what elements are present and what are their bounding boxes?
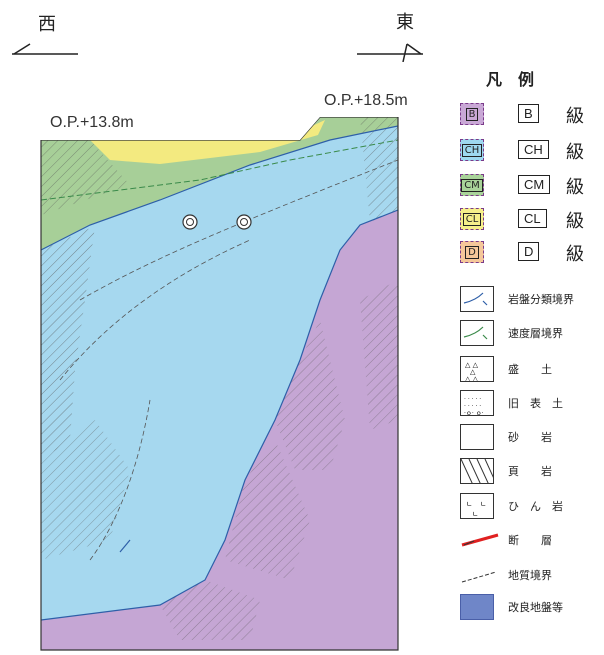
- legend-improved-ground: 改良地盤等: [460, 594, 604, 620]
- grade-cl-suffix: 級: [566, 211, 584, 232]
- sandstone-icon: [460, 424, 494, 450]
- geological-boundary-label: 地質境界: [508, 569, 552, 582]
- grade-ch-code: CH: [518, 140, 549, 159]
- legend-grade-ch: CH CH 級: [460, 139, 600, 163]
- geological-boundary-icon: [461, 571, 497, 583]
- shale-icon: [460, 458, 494, 484]
- legend-grade-cl: CL CL 級: [460, 208, 600, 232]
- rock-class-boundary-label: 岩盤分類境界: [508, 293, 574, 306]
- improved-ground-icon: [460, 594, 494, 620]
- grade-b-suffix: 級: [566, 106, 584, 127]
- legend-velocity-boundary: 速度層境界: [460, 320, 604, 346]
- cl-zone: [90, 120, 325, 164]
- legend-old-topsoil: · · · · ·· · · · ··ｏ· ｏ· 旧 表 土: [460, 390, 604, 416]
- legend-grade-cm: CM CM 級: [460, 174, 600, 198]
- improved-ground-label: 改良地盤等: [508, 601, 563, 614]
- grade-d-code: D: [518, 242, 540, 261]
- legend-geological-boundary: 地質境界: [460, 562, 604, 588]
- shale-label: 頁 岩: [508, 465, 552, 478]
- grade-ch-suffix: 級: [566, 142, 584, 163]
- legend-title: 凡 例: [486, 70, 535, 89]
- grade-ch-swatch: CH: [460, 139, 484, 161]
- grade-cm-suffix: 級: [566, 177, 584, 198]
- legend-fill: △ △△△ △ 盛 土: [460, 356, 604, 382]
- b-zone: [41, 210, 398, 650]
- sandstone-label: 砂 岩: [508, 431, 552, 444]
- fill-label: 盛 土: [508, 363, 552, 376]
- grade-cl-code: CL: [518, 209, 547, 228]
- grade-cm-code: CM: [518, 175, 551, 194]
- svg-text:· · · · ·: · · · · ·: [464, 396, 481, 403]
- svg-text:ㄴ: ㄴ: [480, 500, 486, 508]
- svg-text:ㄴ: ㄴ: [472, 510, 478, 518]
- legend-grade-d: D D 級: [460, 241, 600, 265]
- east-arrow-icon: [357, 43, 423, 62]
- svg-text:△ △: △ △: [465, 375, 479, 382]
- svg-text:· · · · ·: · · · · ·: [464, 403, 481, 410]
- grade-d-suffix: 級: [566, 244, 584, 265]
- svg-text:△ △: △ △: [465, 361, 479, 369]
- porphyrite-label: ひ ん 岩: [508, 500, 563, 513]
- legend-sandstone: 砂 岩: [460, 424, 604, 450]
- old-topsoil-label: 旧 表 土: [508, 397, 563, 410]
- west-arrow-icon: [12, 43, 78, 55]
- east-label: 東: [396, 12, 414, 33]
- grade-d-swatch: D: [460, 241, 484, 263]
- legend-fault: 断 層: [460, 527, 604, 553]
- elevation-east: O.P.+18.5m: [324, 92, 408, 109]
- elevation-west: O.P.+13.8m: [50, 114, 134, 131]
- svg-text:△: △: [470, 368, 476, 376]
- fault-icon: [461, 533, 499, 547]
- old-topsoil-icon: · · · · ·· · · · ··ｏ· ｏ·: [460, 390, 494, 416]
- fill-icon: △ △△△ △: [460, 356, 494, 382]
- svg-text:·ｏ· ｏ·: ·ｏ· ｏ·: [464, 410, 484, 416]
- legend-grade-b: B B 級: [460, 103, 600, 127]
- legend-rock-class-boundary: 岩盤分類境界: [460, 286, 604, 312]
- borehole-icon: [182, 214, 198, 230]
- svg-text:ㄴ: ㄴ: [466, 500, 472, 508]
- grade-b-swatch: B: [460, 103, 484, 125]
- borehole-icon: [236, 214, 252, 230]
- fault-label: 断 層: [508, 534, 552, 547]
- rock-class-boundary-icon: [460, 286, 494, 312]
- velocity-boundary-label: 速度層境界: [508, 327, 563, 340]
- grade-cl-swatch: CL: [460, 208, 484, 230]
- legend-shale: 頁 岩: [460, 458, 604, 484]
- grade-cm-swatch: CM: [460, 174, 484, 196]
- west-label: 西: [38, 14, 56, 35]
- velocity-boundary-icon: [460, 320, 494, 346]
- grade-b-code: B: [518, 104, 539, 123]
